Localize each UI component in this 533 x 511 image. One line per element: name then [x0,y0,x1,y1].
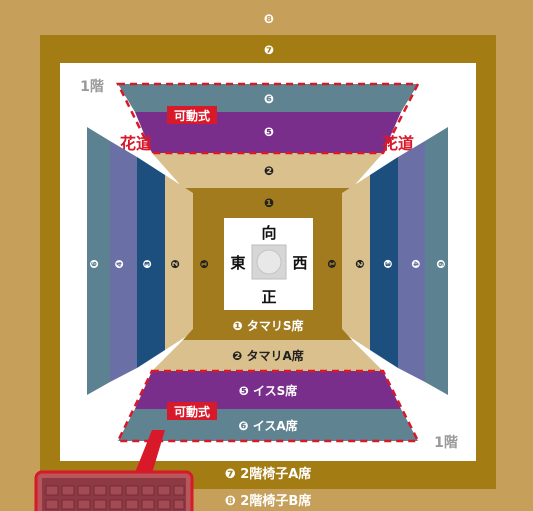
label-2f-chair-a: ❼ 2階椅子A席 [225,466,312,482]
left-marker-4: ❹ [113,259,126,268]
right-marker-2: ❷ [353,259,366,268]
top-isu-a-marker: ❻ [264,92,274,106]
seat-photo-icon [45,485,185,510]
bottom-movable-tag [167,402,217,420]
hanamichi-right: 花道 [382,134,414,153]
marker-8-top: ❽ [264,12,274,26]
ring-marker-right: 西 [292,254,307,272]
seat-photo-thumbnail[interactable] [34,470,194,511]
top-movable-tag-label: 可動式 [174,108,210,123]
marker-7-top: ❼ [264,43,274,57]
right-section-6[interactable] [425,127,448,395]
right-marker-3: ❸ [381,259,394,268]
left-section-6[interactable] [87,127,110,395]
right-section-4[interactable] [398,141,425,382]
top-movable-outline [115,82,421,155]
left-section-1[interactable] [193,193,224,332]
right-marker-4: ❹ [409,259,422,268]
ring-marker-top: 向 [261,224,276,242]
top-movable-tag [167,106,217,124]
ring-marker-left: 東 [230,254,245,272]
bottom-isu-s-label: ❺ イスS席 [239,383,298,398]
left-marker-6: ❻ [88,259,101,268]
bottom-tamari-a-section[interactable] [152,340,383,371]
hanamichi-left: 花道 [120,134,152,153]
dohyo-circle [256,249,282,275]
left-section-3[interactable] [137,157,165,368]
left-marker-2: ❷ [169,259,182,268]
ring-marker-bottom: 正 [261,288,276,306]
right-marker-1: ❶ [325,259,338,268]
bottom-tamari-s-label: ❶ タマリS席 [233,318,304,333]
top-tamari-a-marker: ❷ [264,164,274,178]
callout-pointer [132,430,165,480]
right-marker-6: ❻ [434,259,447,268]
bottom-tamari-a-label: ❷ タマリA席 [232,348,304,363]
top-tamari-s-marker: ❶ [264,196,274,210]
left-section-2[interactable] [165,175,193,350]
label-2f-chair-b: ❽ 2階椅子B席 [225,493,312,509]
top-isu-a-section[interactable] [118,84,418,112]
bottom-tamari-s-section[interactable] [183,310,352,340]
floor-label-top-left: 1階 [80,78,104,95]
bottom-isu-a-label: ❻ イスA席 [238,418,297,433]
bottom-movable-tag-label: 可動式 [174,404,210,419]
top-tamari-s-section[interactable] [183,188,352,218]
right-section-1[interactable] [313,193,342,332]
right-section-3[interactable] [370,157,398,368]
left-marker-1: ❶ [198,259,211,268]
right-section-2[interactable] [342,175,370,350]
bottom-isu-s-section[interactable] [135,371,401,409]
top-tamari-a-section[interactable] [152,153,383,188]
left-marker-3: ❸ [141,259,154,268]
left-section-4[interactable] [110,141,137,382]
top-isu-s-marker: ❺ [264,125,274,139]
floor-label-bottom-right: 1階 [434,434,458,451]
